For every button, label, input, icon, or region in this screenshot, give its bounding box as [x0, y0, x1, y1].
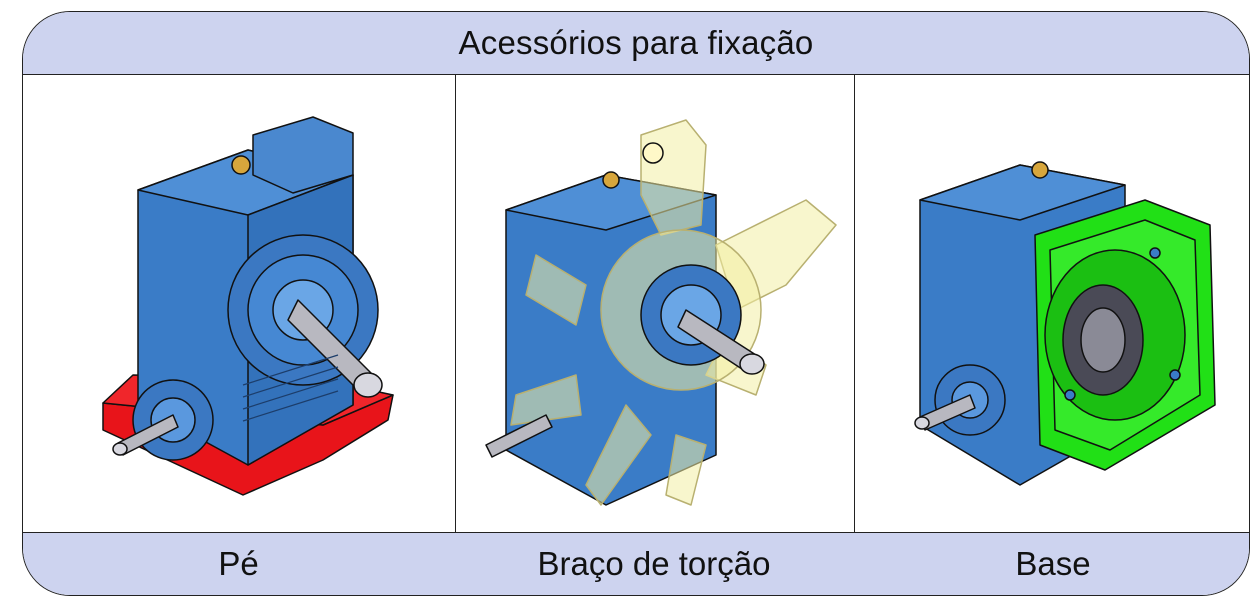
caption-foot: Pé	[218, 545, 259, 582]
image-row	[23, 75, 1249, 532]
accessories-table: Acessórios para fixação	[22, 11, 1250, 596]
panel-base	[855, 75, 1249, 532]
input-shaft	[485, 414, 553, 458]
table-title: Acessórios para fixação	[23, 12, 1249, 75]
panel-foot	[23, 75, 454, 532]
base-gearbox-illustration	[914, 161, 1216, 486]
panel-torque-arm	[455, 75, 855, 532]
torque-arm-gearbox-illustration	[485, 119, 837, 506]
caption-row: Pé Braço de torção Base	[23, 532, 1249, 595]
foot-gearbox-illustration	[102, 116, 394, 496]
caption-base: Base	[1015, 545, 1091, 582]
input-shaft	[919, 394, 976, 431]
caption-torque-arm: Braço de torção	[537, 545, 771, 582]
